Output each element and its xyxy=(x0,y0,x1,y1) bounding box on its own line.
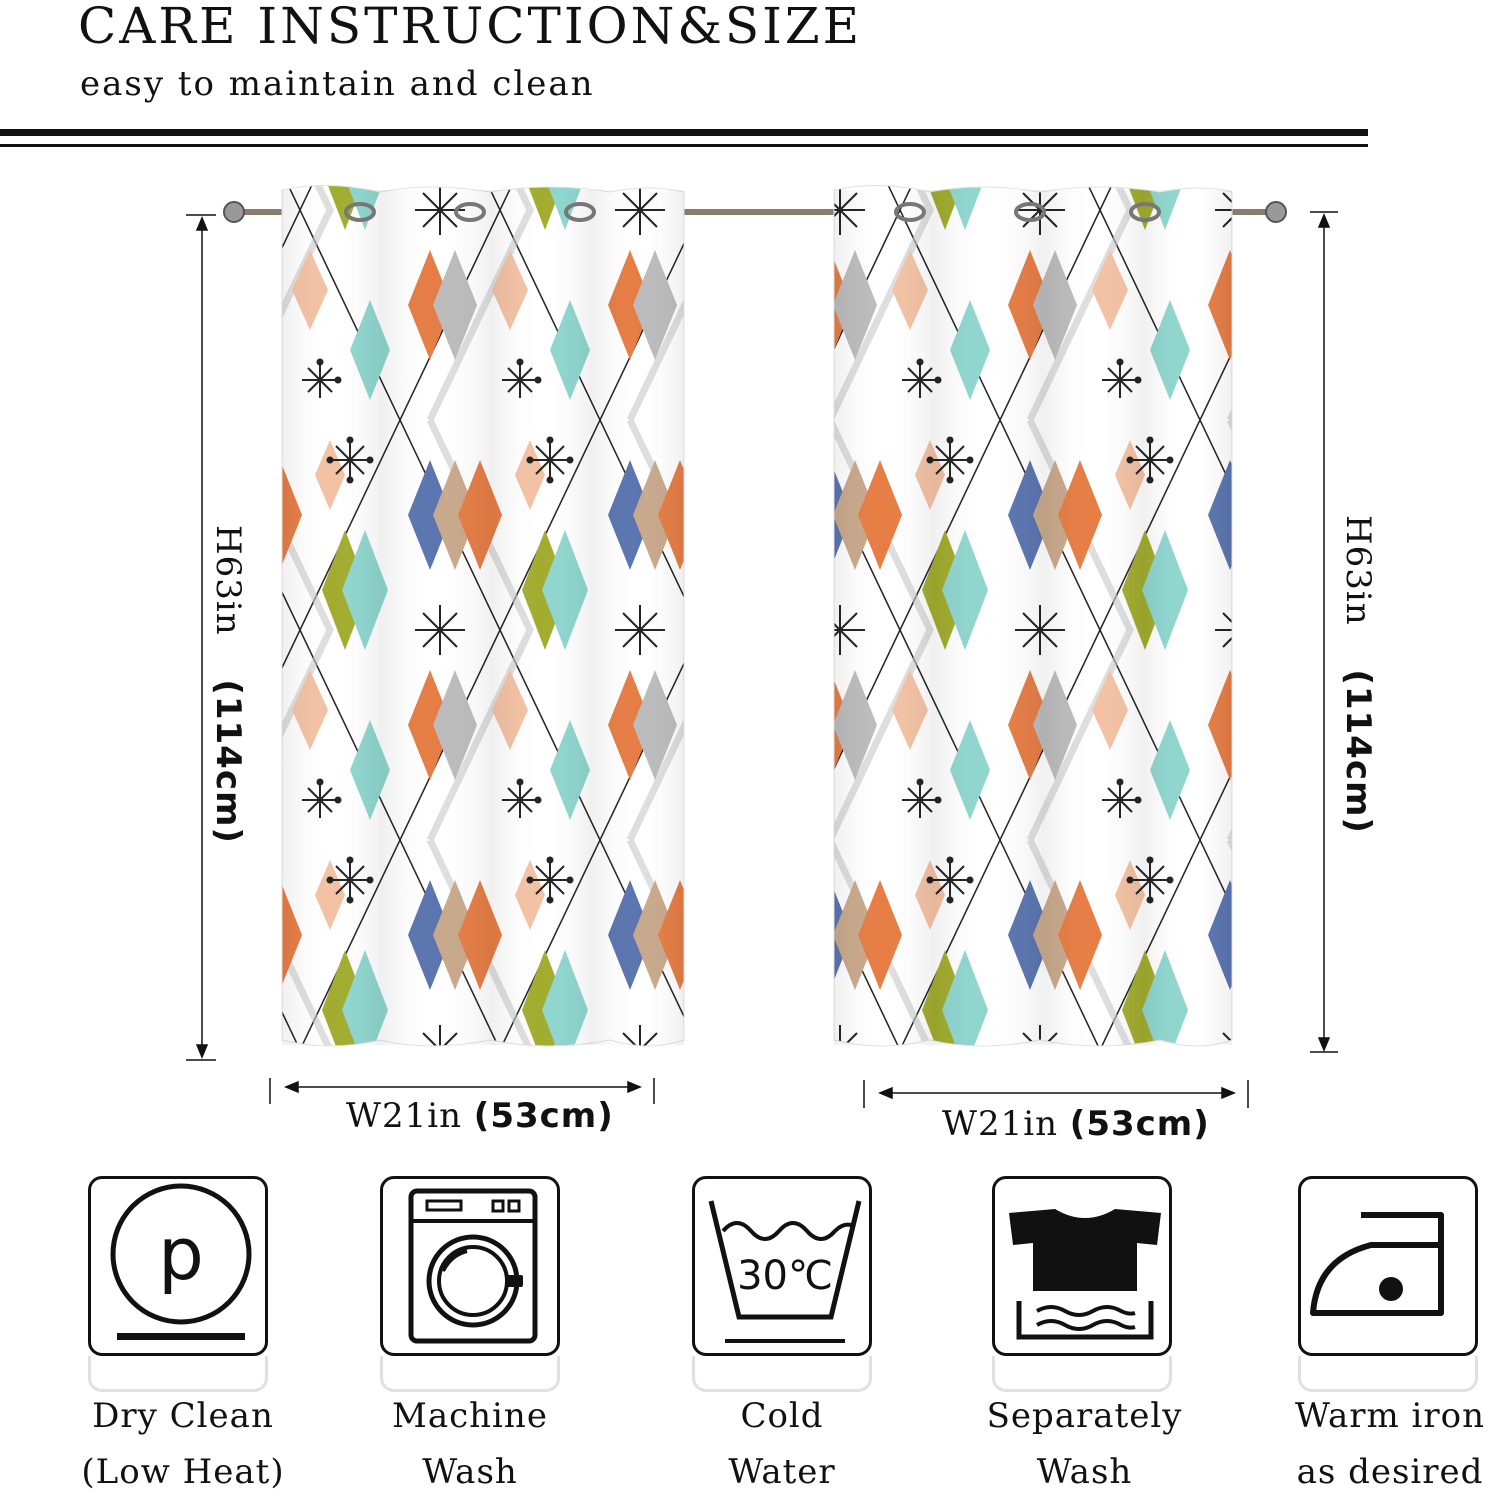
care-label-separately-wash: Separately Wash xyxy=(972,1388,1197,1500)
care-label-line1: Dry Clean xyxy=(92,1396,274,1436)
page-title: CARE INSTRUCTION&SIZE xyxy=(78,0,863,55)
dry-clean-symbol: p xyxy=(158,1212,204,1296)
curtain-panel-right xyxy=(833,185,1233,1047)
care-label-line1: Warm iron xyxy=(1294,1396,1486,1436)
height-in-right: H63in xyxy=(1338,515,1378,626)
width-in-left: W21in xyxy=(346,1096,462,1136)
width-dimension-left xyxy=(269,1078,655,1104)
height-dimension-left xyxy=(186,214,216,1061)
care-label-line2: (Low Heat) xyxy=(81,1452,285,1492)
care-label-dry-clean: Dry Clean (Low Heat) xyxy=(78,1388,288,1500)
width-dimension-right xyxy=(863,1080,1249,1108)
care-label-line1: Separately xyxy=(986,1396,1183,1436)
reflection xyxy=(380,1356,560,1392)
washing-machine-icon xyxy=(380,1176,560,1356)
height-in-left: H63in xyxy=(208,525,248,636)
width-label-left: W21in (53cm) xyxy=(346,1096,614,1136)
height-cm-left: (114cm) xyxy=(208,679,248,844)
page-subtitle: easy to maintain and clean xyxy=(80,64,595,104)
width-in-right: W21in xyxy=(942,1104,1058,1144)
height-dimension-right xyxy=(1310,211,1338,1053)
width-cm-left: (53cm) xyxy=(473,1096,614,1136)
reflection xyxy=(88,1356,268,1392)
separate-wash-icon xyxy=(992,1176,1172,1356)
height-label-left: H63in (114cm) xyxy=(208,525,248,844)
care-label-line2: as desired xyxy=(1296,1452,1484,1492)
divider-thick xyxy=(0,129,1368,136)
rod-finial-left xyxy=(223,201,245,223)
reflection xyxy=(1298,1356,1478,1392)
height-label-right: H63in (114cm) xyxy=(1338,515,1378,834)
care-label-machine-wash: Machine Wash xyxy=(370,1388,570,1500)
wash-tub-icon: 30℃ xyxy=(692,1176,872,1356)
care-label-warm-iron: Warm iron as desired xyxy=(1282,1388,1498,1500)
height-cm-right: (114cm) xyxy=(1338,669,1378,834)
dry-clean-icon: p xyxy=(88,1176,268,1356)
curtain-illustration xyxy=(186,185,1338,1108)
divider-thin xyxy=(0,144,1368,147)
care-label-line2: Wash xyxy=(422,1452,518,1492)
care-label-line2: Wash xyxy=(1036,1452,1133,1492)
care-label-cold-water: Cold Water xyxy=(682,1388,882,1500)
care-label-line1: Cold xyxy=(740,1396,824,1436)
width-label-right: W21in (53cm) xyxy=(942,1104,1210,1144)
care-label-line2: Water xyxy=(728,1452,836,1492)
curtain-panel-left xyxy=(281,185,685,1047)
width-cm-right: (53cm) xyxy=(1069,1104,1210,1144)
rod-finial-right xyxy=(1265,201,1287,223)
care-label-line1: Machine xyxy=(392,1396,548,1436)
reflection xyxy=(992,1356,1172,1392)
wash-temperature: 30℃ xyxy=(737,1253,833,1299)
reflection xyxy=(692,1356,872,1392)
iron-icon xyxy=(1298,1176,1478,1356)
